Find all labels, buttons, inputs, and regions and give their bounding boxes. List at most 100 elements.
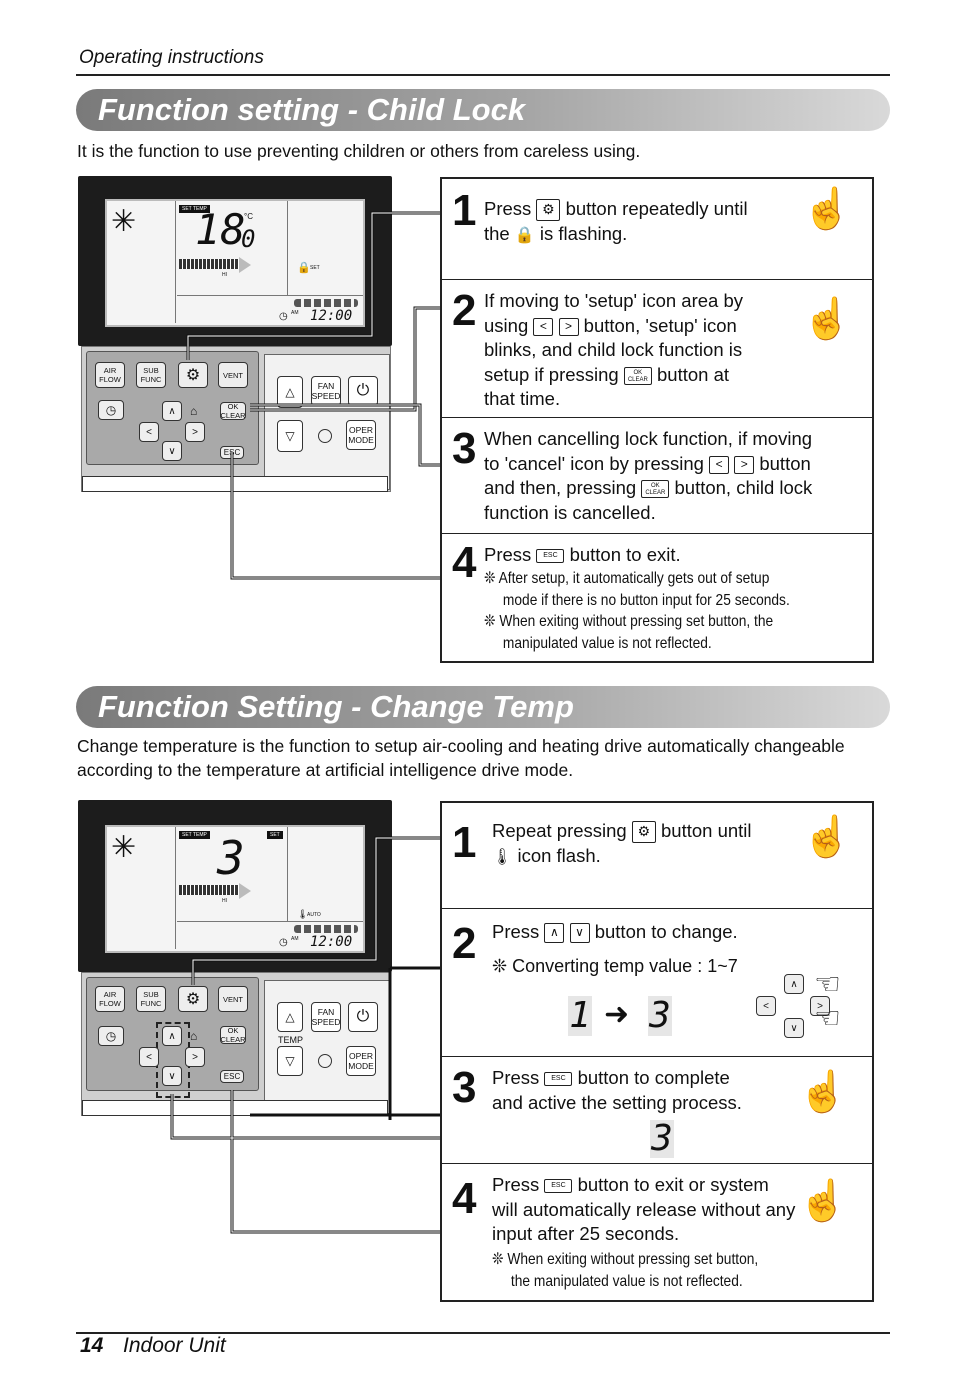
fan-label: HI — [222, 272, 227, 278]
setting-gear-button[interactable]: ⚙ — [178, 362, 208, 388]
temp-down-button[interactable]: ▽ — [277, 420, 303, 452]
step-text-part: Repeat pressing — [492, 820, 627, 841]
timer-button[interactable]: ◷ — [98, 400, 124, 420]
right-button[interactable]: > — [185, 1047, 205, 1067]
power-button[interactable]: ⏻ — [348, 1002, 378, 1032]
step-text-part: the — [484, 222, 510, 244]
footer-rule — [76, 1332, 890, 1334]
section-title: Function setting - Child Lock — [98, 92, 526, 127]
up-button[interactable]: ∧ — [162, 1026, 182, 1046]
left-arrow-icon: < — [709, 455, 730, 474]
set-temp-tag: SET TEMP — [179, 831, 210, 839]
setting-gear-button[interactable]: ⚙ — [178, 986, 208, 1012]
remote-controller-illustration: ✳ SET TEMP SET 3 HI 🌡 AUTO ◷ AM 12:00 AI… — [78, 800, 394, 1116]
esc-icon: ESC — [544, 1179, 573, 1194]
step-number: 3 — [452, 1063, 477, 1112]
sub-func-button[interactable]: SUB FUNC — [136, 986, 166, 1012]
timer-button[interactable]: ◷ — [98, 1026, 124, 1046]
step-text-part: Press — [492, 1067, 540, 1088]
step-note-part: manipulated value is not reflected. — [502, 634, 712, 652]
esc-button[interactable]: ESC — [220, 1070, 244, 1083]
lcd-clock: 12:00 — [310, 934, 353, 950]
setting-gear-icon: ⚙ — [536, 199, 561, 222]
to-value: 3 — [648, 995, 672, 1036]
hand-press-icon: ☝ — [798, 1070, 848, 1114]
section-intro: Change temperature is the function to se… — [77, 734, 887, 782]
step-note-part: When exiting without pressing set button… — [499, 613, 774, 630]
left-button[interactable]: < — [139, 422, 159, 442]
auto-tag: AUTO — [307, 912, 321, 918]
left-button[interactable]: < — [139, 1047, 159, 1067]
left-arrow-icon: < — [756, 996, 776, 1016]
steps-table: 1 Press ⚙ button repeatedly until the 🔒 … — [440, 177, 874, 663]
step-text: Press ESC button to exit or system will … — [492, 1173, 795, 1247]
left-arrow-icon: < — [533, 317, 554, 336]
step-text-part: function is cancelled. — [484, 501, 656, 523]
hand-press-icon: ☝ — [802, 297, 852, 341]
step-text-part: button until — [661, 820, 752, 841]
step-text: If moving to 'setup' icon area by using … — [484, 289, 743, 412]
fan-label: HI — [222, 898, 227, 904]
esc-icon: ESC — [544, 1072, 573, 1087]
temp-down-button[interactable]: ▽ — [277, 1046, 303, 1076]
hand-press-icon: ☜ — [814, 1002, 841, 1035]
section-intro: It is the function to use preventing chi… — [77, 141, 641, 161]
oper-mode-button[interactable]: OPER MODE — [346, 420, 376, 450]
fan-snowflake-icon: ✳ — [111, 205, 137, 238]
connector-lines — [170, 836, 441, 1234]
step-text-part: is flashing. — [539, 222, 628, 244]
ok-clear-button[interactable]: OK CLEAR — [220, 402, 246, 420]
vent-button[interactable]: VENT — [218, 986, 248, 1012]
step-text-part: button, 'setup' icon — [583, 314, 737, 336]
connector-lines — [186, 211, 441, 580]
sub-func-button[interactable]: SUB FUNC — [136, 362, 166, 388]
down-button[interactable]: ∨ — [162, 1066, 182, 1086]
step-row: 1 Repeat pressing ⚙ button until 🌡 icon … — [442, 803, 872, 909]
step-text: Press ESC button to exit. — [484, 543, 681, 568]
intro-line: according to the temperature at artifici… — [77, 760, 574, 780]
clock-icon: ◷ — [279, 311, 288, 322]
up-button[interactable]: ∧ — [162, 401, 182, 421]
power-button[interactable]: ⏻ — [348, 376, 378, 406]
sensor-dot — [318, 429, 332, 443]
ok-clear-button[interactable]: OK CLEAR — [220, 1026, 246, 1044]
step-number: 3 — [452, 424, 477, 473]
home-icon: ⌂ — [190, 1029, 198, 1043]
step-text: Press ⚙ button repeatedly until the 🔒 is… — [484, 197, 748, 248]
air-flow-button[interactable]: AIR FLOW — [95, 986, 125, 1012]
fan-speed-bar — [179, 885, 239, 895]
step-note-part: When exiting without pressing set button… — [507, 1251, 759, 1268]
right-button[interactable]: > — [185, 422, 205, 442]
step-number: 2 — [452, 919, 477, 968]
clock-icon: ◷ — [279, 937, 288, 948]
intro-line: Change temperature is the function to se… — [77, 736, 845, 756]
step-text-part: When cancelling lock function, if moving — [484, 428, 813, 449]
header-rule — [76, 74, 890, 76]
fan-snowflake-icon: ✳ — [111, 831, 137, 864]
fan-speed-button[interactable]: FAN SPEED — [311, 1002, 341, 1032]
down-button[interactable]: ∨ — [162, 441, 182, 461]
air-flow-button[interactable]: AIR FLOW — [95, 362, 125, 388]
fan-speed-button[interactable]: FAN SPEED — [311, 376, 341, 406]
step-note: ❊ Converting temp value : 1~7 — [492, 954, 738, 979]
step-text-part: button — [759, 452, 811, 474]
lock-icon: 🔒 — [514, 226, 535, 244]
oper-mode-button[interactable]: OPER MODE — [346, 1046, 376, 1076]
temp-up-button[interactable]: △ — [277, 376, 303, 408]
note-asterisk-icon: ❊ — [492, 1251, 508, 1268]
step-text: Press ∧ ∨ button to change. — [492, 920, 738, 945]
vent-button[interactable]: VENT — [218, 362, 248, 388]
setting-gear-icon: ⚙ — [631, 821, 656, 844]
hand-press-icon: ☝ — [802, 815, 852, 859]
auto-thermometer-icon: 🌡 — [492, 848, 513, 866]
step-text-part: button repeatedly until — [565, 198, 748, 219]
step-text: Press ESC button to complete and active … — [492, 1066, 742, 1115]
step-text-part: button to exit. — [569, 544, 681, 565]
temp-up-button[interactable]: △ — [277, 1002, 303, 1032]
from-value: 1 — [568, 995, 592, 1036]
step-text-part: that time. — [484, 388, 561, 409]
weekday-row — [294, 299, 358, 307]
step-text-part: and active the setting process. — [492, 1091, 742, 1113]
temp-label: TEMP — [278, 1035, 304, 1045]
step-text-part: icon flash. — [517, 844, 601, 866]
